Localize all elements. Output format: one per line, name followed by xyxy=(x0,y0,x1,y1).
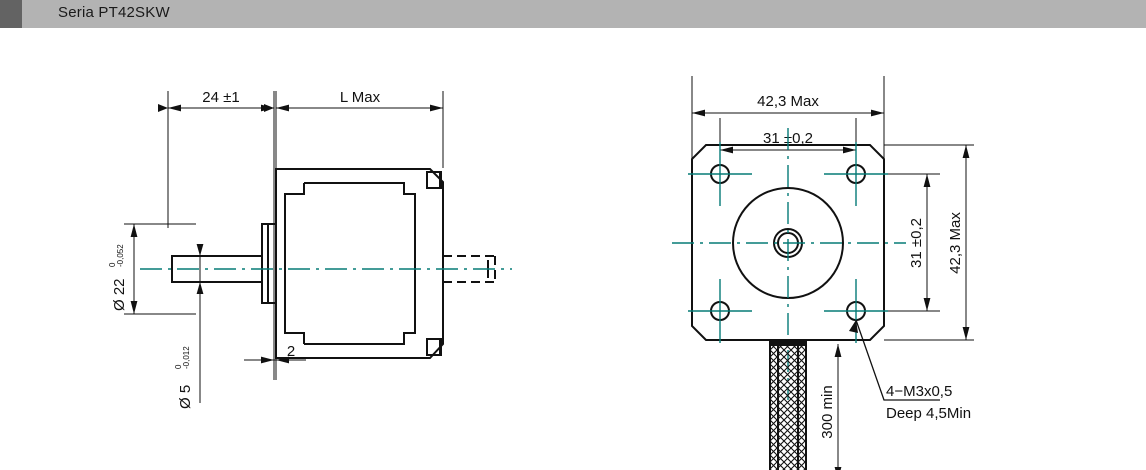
dim-hole-pitch-v: 31 ±0,2 xyxy=(908,174,931,311)
dim-shaft-tol-lower: -0,012 xyxy=(182,346,191,369)
dim-width-max: 42,3 Max xyxy=(692,93,884,117)
thread-callout-leader xyxy=(855,319,940,401)
front-extension-lines xyxy=(691,76,974,341)
dim-boss-tol-upper: 0 xyxy=(108,262,117,267)
thread-callout-line1: 4−M3x0,5 xyxy=(886,383,952,400)
dim-height-max: 42,3 Max xyxy=(947,145,970,340)
header-bar: Seria PT42SKW xyxy=(0,0,1146,28)
terminal-block-top xyxy=(426,171,442,189)
dim-boss-diameter: Ø 22 0 -0,052 xyxy=(108,223,196,315)
technical-drawing: 24 ±1 L Max xyxy=(0,28,1146,470)
dim-cable-length: 300 min xyxy=(819,344,842,470)
page-title: Seria PT42SKW xyxy=(58,4,170,21)
cable-bundle xyxy=(769,340,807,470)
dim-hole-pitch-v-label: 31 ±0,2 xyxy=(908,218,925,268)
dim-height-max-label: 42,3 Max xyxy=(947,212,964,274)
dim-shaft-diameter: Ø 5 0 -0,012 xyxy=(174,244,204,409)
dim-shaft-length: 24 ±1 xyxy=(158,89,274,112)
thread-callout: 4−M3x0,5 Deep 4,5Min xyxy=(849,319,971,422)
dim-shaft-length-label: 24 ±1 xyxy=(202,89,239,106)
thread-callout-line2: Deep 4,5Min xyxy=(886,405,971,422)
side-extension-lines xyxy=(167,91,444,380)
dim-flange-thickness: 2 xyxy=(244,343,306,364)
dim-body-length-label: L Max xyxy=(340,89,381,106)
front-view: 42,3 Max 31 ±0,2 31 ±0,2 42,3 Max xyxy=(672,76,974,470)
thread-callout-arrow xyxy=(849,320,858,333)
dim-flange-thickness-label: 2 xyxy=(287,343,295,360)
stator-stack-profile xyxy=(284,182,416,345)
motor-face-octagon xyxy=(691,144,885,341)
terminal-block-bottom xyxy=(426,338,442,356)
dim-width-max-label: 42,3 Max xyxy=(757,93,819,110)
motor-body-outline xyxy=(275,168,444,359)
dim-boss-tol-lower: -0,052 xyxy=(116,244,125,267)
header-color-swatch xyxy=(0,0,22,28)
side-view: 24 ±1 L Max xyxy=(108,89,512,409)
dim-shaft-tol-upper: 0 xyxy=(174,364,183,369)
dim-boss-diameter-label: Ø 22 xyxy=(111,278,128,311)
dim-cable-length-label: 300 min xyxy=(819,385,836,438)
dim-body-length: L Max xyxy=(276,89,443,112)
dim-shaft-diameter-label: Ø 5 xyxy=(177,385,194,409)
cable-grommet xyxy=(770,340,806,346)
rear-shaft-hidden xyxy=(443,255,496,283)
hole-centerlines xyxy=(688,142,888,343)
